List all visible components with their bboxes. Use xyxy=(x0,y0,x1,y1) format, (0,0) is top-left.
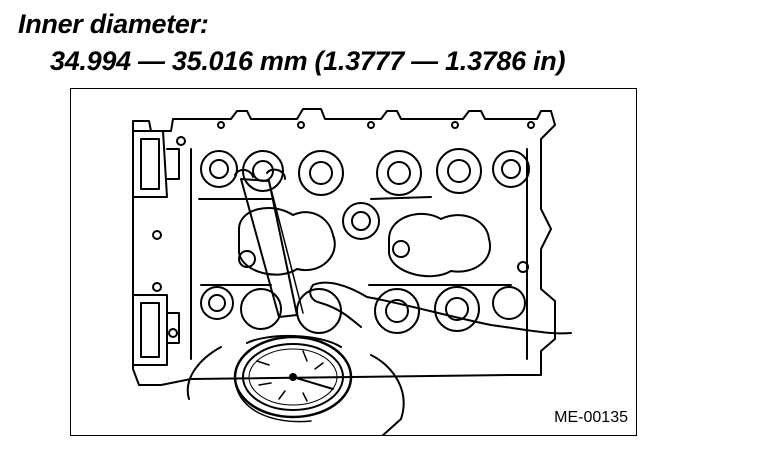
illustration-frame: ME-00135 xyxy=(70,88,637,436)
spec-value: 34.994 — 35.016 mm (1.3777 — 1.3786 in) xyxy=(50,46,566,76)
figure-id-label: ME-00135 xyxy=(554,409,628,426)
spec-label: Inner diameter: xyxy=(18,9,209,39)
cylinder-head-illustration xyxy=(132,108,572,435)
